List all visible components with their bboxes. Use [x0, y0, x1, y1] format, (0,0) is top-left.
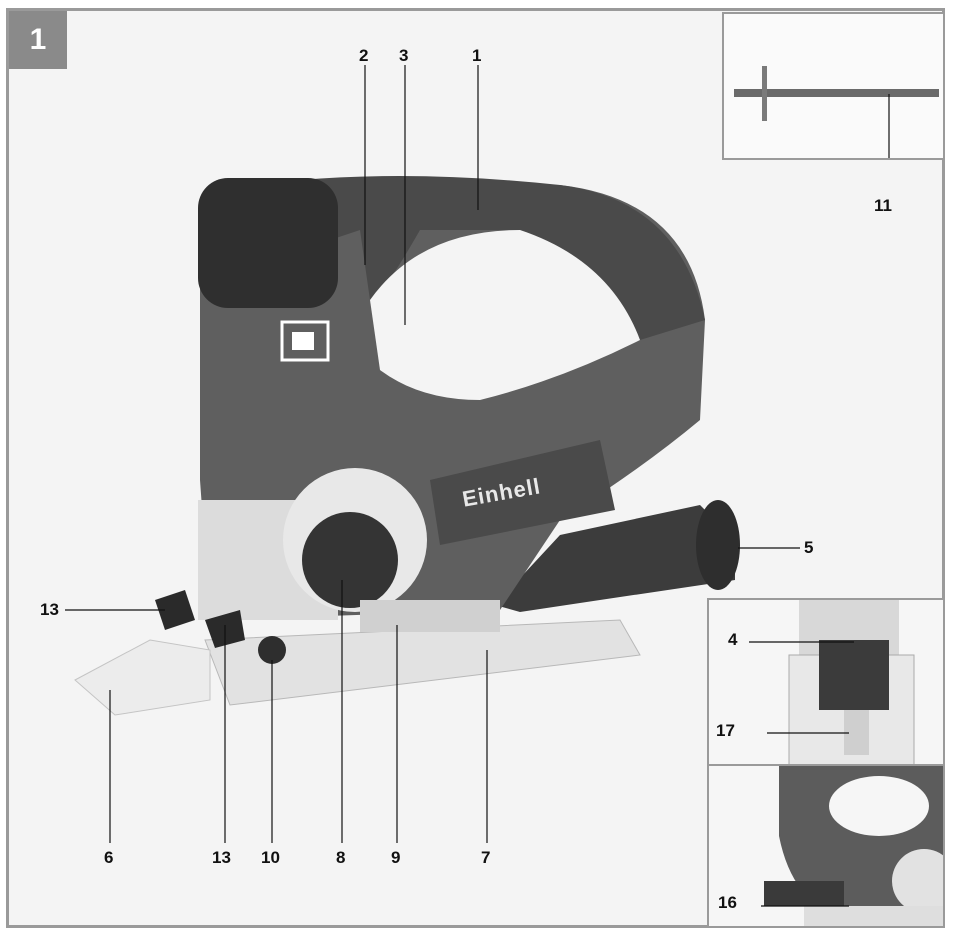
callout-9: 9 [391, 848, 401, 867]
brand-plate [430, 440, 615, 545]
callout-13-bottom: 13 [212, 848, 231, 867]
jigsaw-blade-illustration [734, 66, 939, 158]
callout-6: 6 [104, 848, 114, 867]
callout-4: 4 [728, 630, 738, 649]
callout-2: 2 [359, 46, 369, 65]
callout-8: 8 [336, 848, 346, 867]
callout-16: 16 [718, 893, 737, 912]
brand-logo-mark [280, 320, 330, 362]
handle-opening [370, 230, 640, 400]
inset-jigsaw-blade [722, 12, 945, 160]
callout-11: 11 [874, 196, 892, 215]
inset-front-view [707, 598, 945, 766]
brand-logo-inner [292, 332, 314, 350]
figure-number-badge: 1 [9, 11, 67, 69]
callout-17: 17 [716, 721, 735, 740]
front-view-illustration [749, 600, 915, 764]
rear-pad [198, 178, 338, 308]
callout-1: 1 [472, 46, 482, 65]
handle-grip [300, 176, 705, 340]
dust-nozzle [495, 505, 735, 612]
speed-slider [360, 600, 500, 632]
locking-knob-left [155, 590, 195, 630]
callout-3: 3 [399, 46, 409, 65]
callout-10: 10 [261, 848, 280, 867]
parallel-guide [74, 639, 211, 716]
dust-nozzle-opening [696, 500, 740, 590]
callout-13-left: 13 [40, 600, 59, 619]
orbital-dial [302, 512, 398, 608]
callout-7: 7 [481, 848, 491, 867]
leader-lines [65, 65, 800, 843]
callout-5: 5 [804, 538, 814, 557]
inset-side-view [707, 764, 945, 928]
side-view-illustration [761, 766, 943, 926]
blade-clamp-lever [258, 636, 286, 664]
